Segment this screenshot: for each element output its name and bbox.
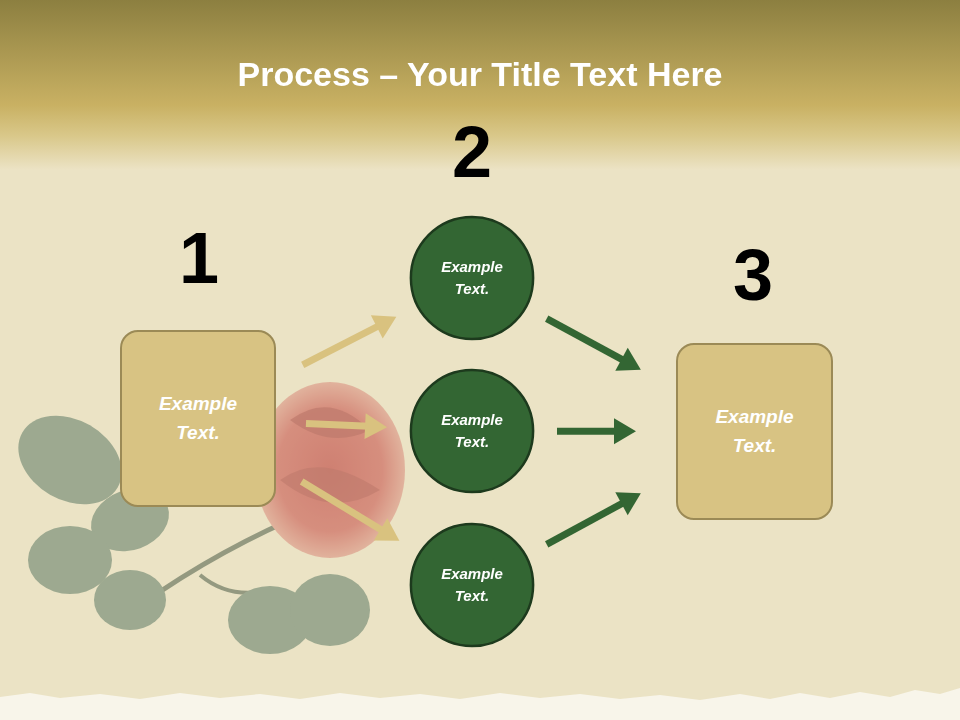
node-text: Example Text. (432, 409, 512, 454)
step-number: 1 (179, 222, 219, 294)
node-text: Example Text. (707, 403, 803, 460)
circle-outline (409, 522, 535, 648)
flow-arrow (302, 481, 400, 540)
slide-title: Process – Your Title Text Here (0, 54, 960, 95)
process-circle: Example Text. (409, 215, 535, 341)
process-circle: Example Text. (409, 368, 535, 494)
flow-arrow (547, 319, 641, 371)
flow-arrow (306, 413, 387, 439)
step-number: 2 (452, 116, 492, 188)
node-text: Example Text. (432, 256, 512, 301)
flow-arrow (547, 492, 641, 544)
circle-outline (409, 368, 535, 494)
process-box: Example Text. (120, 330, 276, 507)
process-circle: Example Text. (409, 522, 535, 648)
rose-illustration (2, 382, 405, 654)
paper (0, 0, 960, 700)
circle-outline (409, 215, 535, 341)
step-number: 3 (733, 239, 773, 311)
node-text: Example Text. (150, 390, 246, 447)
flow-arrow (557, 418, 636, 444)
flow-arrow (303, 315, 397, 365)
process-box: Example Text. (676, 343, 833, 520)
node-text: Example Text. (432, 563, 512, 608)
